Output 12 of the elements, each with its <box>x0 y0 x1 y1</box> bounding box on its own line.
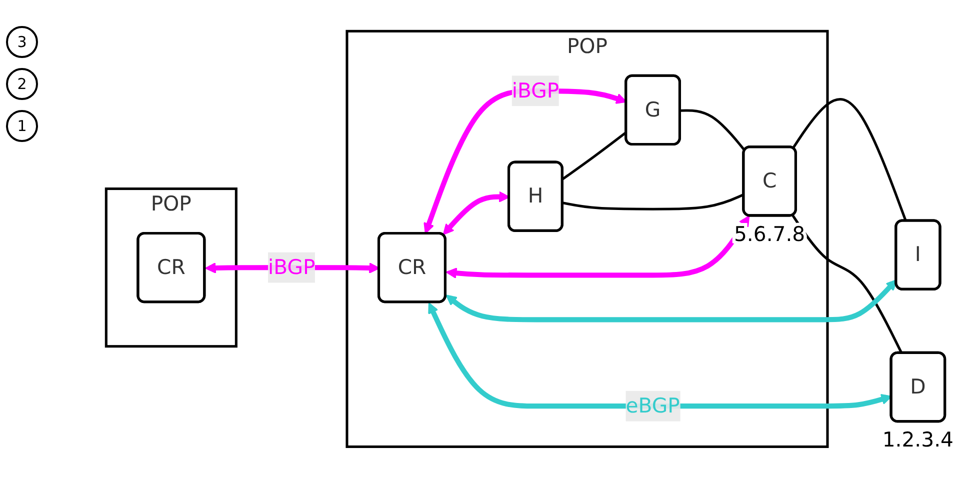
edge-label: iBGP <box>512 78 560 102</box>
arrow <box>446 279 897 322</box>
edge-label: eBGP <box>626 393 680 418</box>
arrow <box>446 215 750 279</box>
connector <box>792 98 908 222</box>
connector <box>680 109 746 152</box>
callout-number: 2 <box>6 68 38 100</box>
callout-number: 1 <box>6 110 38 142</box>
address-label: 1.2.3.4 <box>882 428 954 452</box>
edge-label: iBGP <box>268 254 316 280</box>
callout-number: 3 <box>6 26 38 58</box>
connector <box>792 214 903 354</box>
